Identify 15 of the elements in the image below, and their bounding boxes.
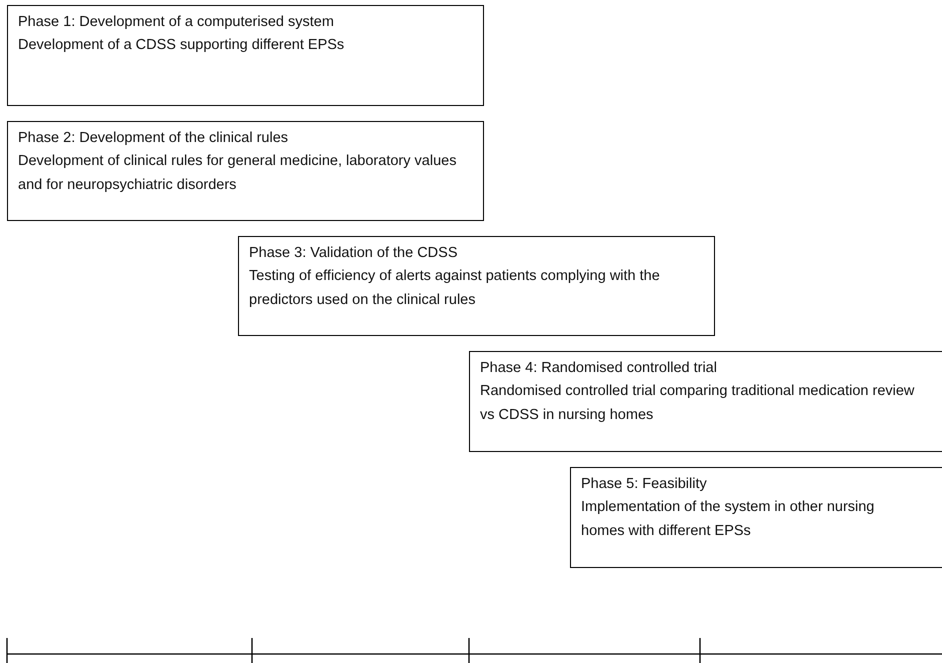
phase-heading: Phase 3: Validation of the CDSS [249, 244, 458, 263]
phase-description: Development of a CDSS supporting different EPSs [18, 36, 346, 55]
phase-box [570, 467, 942, 568]
phase-description: Testing of efficiency of alerts against patients complying with the predictors used on the clinical rules [249, 267, 661, 310]
phase-box [7, 121, 484, 221]
phase-heading: Phase 4: Randomised controlled trial [480, 359, 718, 378]
phase-box [7, 5, 484, 106]
phase-heading: Phase 5: Feasibility [581, 475, 708, 494]
phase-box [238, 236, 715, 336]
phase-description: Randomised controlled trial comparing traditional medication review vs CDSS in nursing homes [480, 382, 916, 425]
phase-box [469, 351, 942, 452]
phase-description: Development of clinical rules for general medicine, laboratory values and for neuropsychiatric disorders [18, 152, 458, 195]
phase-heading: Phase 1: Development of a computerised system [18, 13, 335, 32]
phase-description: Implementation of the system in other nursing homes with different EPSs [581, 498, 876, 541]
phase-heading: Phase 2: Development of the clinical rules [18, 129, 290, 148]
